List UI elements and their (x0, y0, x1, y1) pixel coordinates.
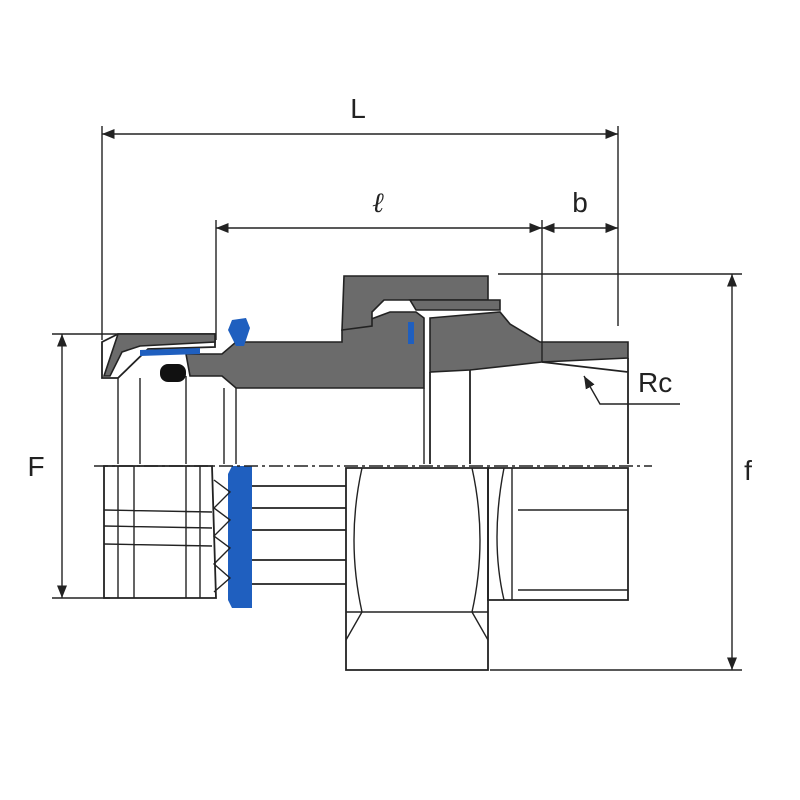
union-nut-hex-facets (345, 467, 489, 641)
exterior-view-lower (103, 465, 629, 671)
dimension-F: F (27, 333, 118, 599)
body-tube-exterior (252, 485, 346, 585)
left-collar-cap (102, 333, 216, 377)
blue-ring-accent-lower (228, 466, 252, 608)
blue-nut-accent (408, 322, 414, 344)
left-collar-exterior (103, 465, 217, 599)
dimension-l-label: ℓ (372, 186, 384, 219)
dimension-F-label: F (27, 451, 44, 482)
thread-callout-Rc: Rc (583, 367, 680, 405)
dimension-f-label: f (744, 455, 752, 486)
threaded-end-hex-facets (496, 467, 628, 601)
thread-label: Rc (638, 367, 672, 398)
dimension-L-label: L (350, 93, 366, 124)
left-bore-lines (117, 376, 425, 464)
union-nut-section (341, 275, 489, 331)
blue-ring-accent-upper (228, 318, 250, 346)
threaded-end-outline (429, 358, 629, 464)
ring-serrations (212, 479, 232, 593)
blue-collar-accent (140, 348, 200, 356)
o-ring-seal (160, 364, 186, 382)
dimension-f: f (490, 273, 752, 671)
union-nut-lip (408, 299, 501, 311)
body-section-left (185, 311, 425, 389)
left-collar-facets (103, 466, 213, 598)
union-nut-hex-exterior (345, 467, 489, 671)
section-view-upper (101, 275, 629, 464)
dimension-b: b (542, 187, 618, 234)
dimension-b-label: b (572, 187, 588, 218)
dimension-L: L (101, 93, 619, 340)
threaded-end-hex-exterior (487, 467, 629, 601)
dimension-l: ℓ (215, 186, 543, 362)
threaded-end-section (429, 311, 629, 373)
